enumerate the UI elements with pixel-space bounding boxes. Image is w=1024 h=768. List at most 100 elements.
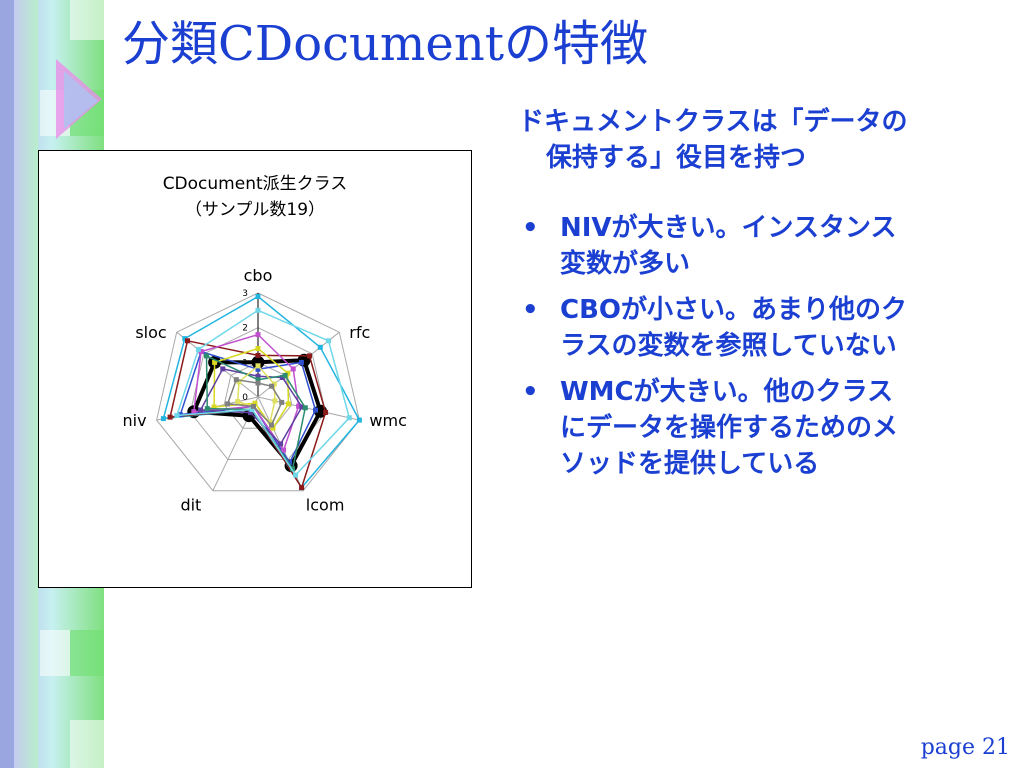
radar-series-point (204, 353, 209, 359)
bullet-list: NIVが大きい。インスタンス 変数が多い CBOが小さい。あまり他のク ラスの変… (518, 210, 1008, 482)
radar-series-point (313, 407, 318, 413)
radar-series-point (272, 398, 278, 404)
radar-series-point (299, 485, 305, 491)
radar-series-point (279, 399, 285, 405)
body-text: ドキュメントクラスは「データの 保持する」役目を持つ NIVが大きい。インスタン… (518, 104, 1008, 492)
radar-series-point (198, 349, 204, 355)
radar-series-point (167, 414, 173, 420)
radar-series-point (235, 399, 241, 405)
radar-series-point (302, 405, 308, 411)
radar-series-point (251, 403, 256, 409)
radar-series-point (195, 346, 201, 352)
radar-series-point (255, 377, 261, 383)
radar-axis-label: lcom (306, 496, 345, 515)
radar-series-point (296, 403, 302, 409)
radar-axis-label: dit (180, 496, 201, 515)
radar-series-point (160, 416, 166, 422)
radar-series-point (255, 366, 261, 372)
radar-series-point (279, 375, 285, 380)
radar-grid-ring (189, 327, 327, 460)
radar-series-point (182, 336, 188, 342)
radar-series-point (299, 404, 305, 410)
radar-series-point (285, 401, 291, 407)
radar-series-point (346, 415, 352, 421)
radar-series-point (317, 344, 323, 350)
radar-series-point (356, 417, 362, 423)
radar-series-line (193, 333, 300, 451)
radar-series-line (226, 378, 283, 426)
bullet-line: ソッドを提供している (560, 449, 820, 479)
radar-axis-label: sloc (135, 323, 166, 342)
radar-series-point (307, 353, 312, 359)
radar-series-point (255, 352, 261, 358)
chart-title-line-2: （サンプル数19） (184, 200, 326, 220)
radar-series-point (252, 400, 258, 406)
radar-series-point (269, 383, 275, 389)
radar-series-point (255, 332, 261, 338)
radar-series-point (185, 338, 190, 344)
radar-series-point (212, 359, 218, 365)
radar-series-line (169, 340, 327, 489)
intro-line-2: 保持する」役目を持つ (546, 143, 807, 173)
radar-series-point (249, 407, 255, 412)
radar-series-point (290, 366, 296, 372)
slide-title: 分類CDocumentの特徴 (122, 16, 649, 72)
chart-title-line-1: CDocument派生クラス (162, 174, 348, 194)
radar-series-point (211, 404, 217, 410)
radar-series-point (191, 409, 197, 415)
radar-series-line (176, 309, 351, 476)
radar-grid-ring (156, 292, 360, 492)
intro-line-1: ドキュメントクラスは「データの (518, 107, 908, 137)
radar-series-point (293, 472, 299, 478)
radar-series-point (174, 413, 180, 418)
radar-series-point (267, 419, 273, 425)
radar-series-point (298, 359, 304, 365)
radar-series-point (255, 294, 261, 299)
radar-series-point (248, 410, 253, 416)
radar-series-point (225, 401, 231, 407)
bullet-wmc: WMCが大きい。他のクラス にデータを操作するためのメ ソッドを提供している (518, 374, 1008, 482)
bullet-line: にデータを操作するためのメ (560, 413, 899, 443)
radar-series-point (287, 460, 293, 466)
radar-tick-label: 0 (242, 393, 248, 403)
radar-series-point (323, 409, 329, 415)
radar-series-point (204, 406, 210, 412)
intro-paragraph: ドキュメントクラスは「データの 保持する」役目を持つ (518, 104, 1008, 176)
radar-series-line (191, 358, 323, 468)
bullet-niv: NIVが大きい。インスタンス 変数が多い (518, 210, 1008, 282)
chart-title: CDocument派生クラス （サンプル数19） (39, 171, 471, 223)
radar-series-point (236, 379, 242, 385)
radar-series-point (255, 346, 261, 351)
radar-series-point (285, 370, 291, 376)
radar-series-point (269, 422, 274, 428)
radar-series-point (281, 447, 287, 453)
radar-series-point (290, 466, 296, 472)
decorative-arrow-shape (56, 59, 102, 139)
radar-axis-label: rfc (349, 323, 370, 342)
radar-tick-label: 2 (242, 324, 248, 334)
radar-series-point (233, 377, 239, 383)
bullet-line: NIVが大きい。インスタンス (560, 213, 897, 243)
bullet-line: WMCが大きい。他のクラス (560, 377, 894, 407)
radar-series-point (255, 373, 261, 379)
radar-series-point (198, 407, 203, 413)
radar-series-point (278, 441, 284, 447)
bullet-line: 変数が多い (560, 249, 691, 279)
radar-series-line (162, 295, 361, 489)
radar-series-point (251, 355, 265, 369)
bullet-cbo: CBOが小さい。あまり他のク ラスの変数を参照していない (518, 292, 1008, 364)
radar-series-point (255, 380, 261, 386)
radar-series-point (282, 372, 288, 378)
radar-axis-label: niv (123, 411, 147, 430)
radar-series-point (255, 363, 261, 369)
bullet-line: ラスの変数を参照していない (560, 331, 897, 361)
radar-series-point (270, 425, 276, 431)
radar-series-point (326, 338, 331, 344)
radar-axis-label: cbo (244, 266, 273, 285)
bullet-line: CBOが小さい。あまり他のク (560, 295, 908, 325)
radar-series-point (220, 366, 226, 372)
page-number: page 21 (920, 735, 1010, 760)
radar-series-point (271, 381, 277, 387)
